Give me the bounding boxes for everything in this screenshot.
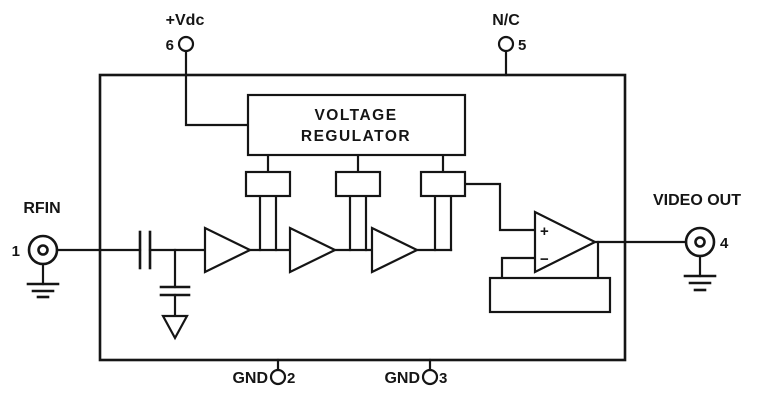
bias-box-1 [244,170,292,198]
gnd2-label: GND [232,370,268,387]
opamp-triangle [533,210,598,274]
pin3-terminal [421,368,439,386]
pin6-label: +Vdc [166,12,205,29]
pin6-number: 6 [166,37,174,54]
regulator-label-line1: VOLTAGE [314,107,397,124]
opamp-plus-sign: + [540,223,549,240]
opamp-minus-sign: − [540,251,549,268]
videoout-connector-inner [694,236,706,248]
bias-box-3 [419,170,467,198]
pin5-number: 5 [518,37,526,54]
detector-to-opamp-wire [463,182,537,232]
bias-box-2 [334,170,382,198]
voltage-regulator-box [246,93,467,157]
feedback-box [488,276,612,314]
opamp-inverting-wire [500,256,537,280]
rfin-connector-inner [37,244,49,256]
pin2-terminal [269,368,287,386]
regulator-label-line2: REGULATOR [301,128,411,145]
videoout-label: VIDEO OUT [653,192,741,209]
amp-stage-1 [203,226,253,274]
amp-stage-2 [288,226,338,274]
pin3-number: 3 [439,370,447,387]
pin1-number: 1 [12,243,20,260]
pin5-label: N/C [492,12,520,29]
rfin-connector-outer [27,234,59,266]
amp-stage-3 [370,226,420,274]
videoout-connector-outer [684,226,716,258]
pin4-number: 4 [720,235,729,252]
pin6-terminal [177,35,195,53]
rfin-label: RFIN [23,200,60,217]
gnd3-label: GND [384,370,420,387]
module-enclosure-outline [98,73,627,362]
vdc-supply-wire [184,49,250,127]
pin5-terminal [497,35,515,53]
bypass-ground-triangle [161,314,189,341]
pin2-number: 2 [287,370,295,387]
